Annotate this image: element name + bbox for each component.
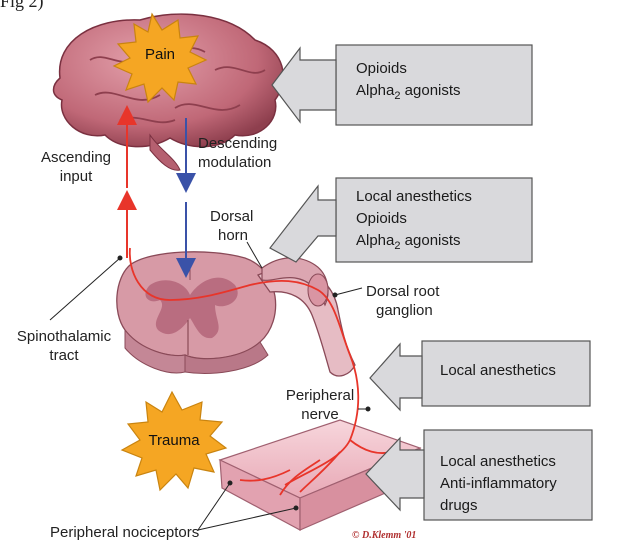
- drug-box-nerve: Local anesthetics: [440, 360, 556, 382]
- drug-box-skin: Local anesthetics Anti-inflammatory drug…: [440, 451, 557, 517]
- drug-box-brain: Opioids Alpha2 agonists: [356, 58, 461, 103]
- peripheral-nociceptors-label: Peripheral nociceptors: [50, 523, 199, 542]
- trauma-label: Trauma: [146, 432, 202, 449]
- drug-line: Anti-inflammatory: [440, 473, 557, 495]
- drug-line: Local anesthetics: [440, 451, 557, 473]
- drug-line: Local anesthetics: [356, 186, 472, 208]
- figure-caption-fragment: Fig 2): [0, 0, 44, 11]
- drug-line: drugs: [440, 495, 557, 517]
- spinal-cord: [117, 252, 276, 374]
- drug-line: Alpha2 agonists: [356, 80, 461, 103]
- drug-line: Opioids: [356, 58, 461, 80]
- pain-label: Pain: [138, 46, 182, 63]
- drug-box-spinal: Local anesthetics Opioids Alpha2 agonist…: [356, 186, 472, 253]
- drug-line: Opioids: [356, 208, 472, 230]
- drug-line: Alpha2 agonists: [356, 230, 472, 253]
- drug-line: Local anesthetics: [440, 360, 556, 382]
- artist-credit: © D.Klemm '01: [352, 530, 416, 541]
